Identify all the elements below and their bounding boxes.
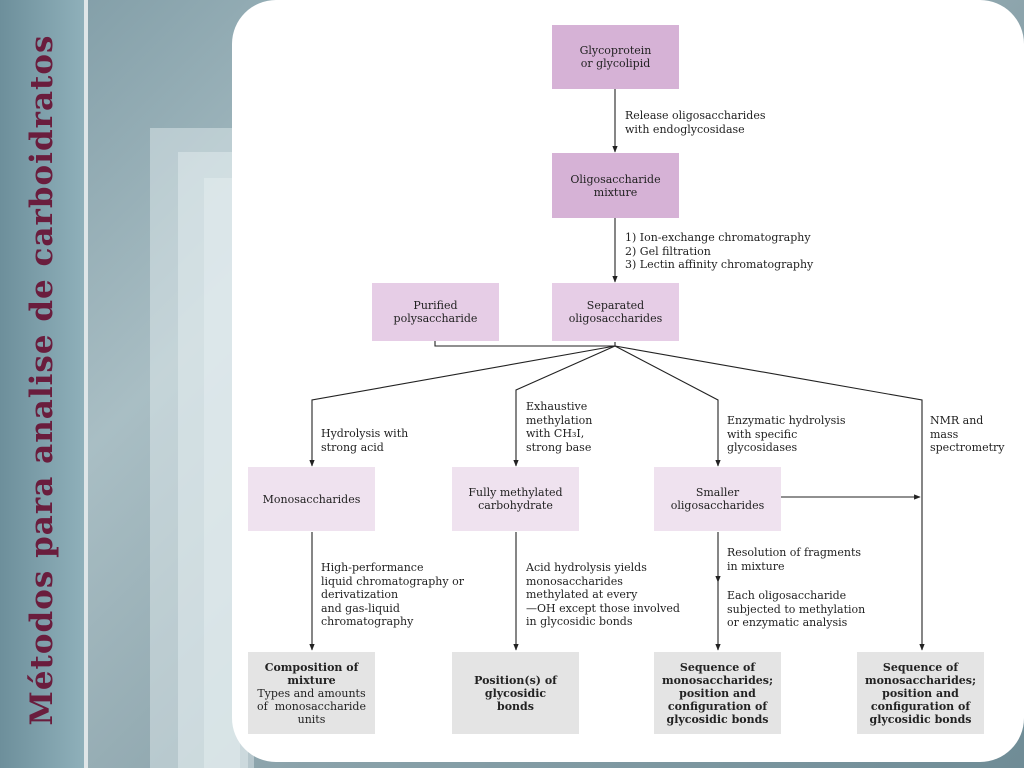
box-sequence-nmr: Sequence of monosaccharides; position an… [857,652,984,734]
label-hydrolysis: Hydrolysis with strong acid [321,427,409,454]
sidebar-divider [84,0,88,768]
box-separated-oligosaccharides: Separated oligosaccharides [552,283,679,341]
label-separation-methods: 1) Ion-exchange chromatography 2) Gel fi… [625,231,814,271]
label-nmr: NMR and mass spectrometry [930,414,1005,454]
composition-title: Composition of mixture [264,660,359,687]
box-composition: Composition of mixture Types and amounts… [248,652,375,734]
box-glycoprotein: Glycoprotein or glycolipid [552,25,679,89]
box-monosaccharides: Monosaccharides [248,467,375,531]
label-methylation: Exhaustive methylation with CH₃I, strong… [526,400,593,454]
arrow-hydrolysis [309,345,616,467]
label-release: Release oligosaccharides with endoglycos… [625,109,766,136]
arrow-enzymatic [614,345,721,467]
label-resolution: Resolution of fragments in mixture [727,546,862,573]
label-each-oligosaccharide: Each oligosaccharide subjected to methyl… [727,589,866,629]
box-purified-polysaccharide: Purified polysaccharide [372,283,499,341]
box-positions: Position(s) of glycosidic bonds [452,652,579,734]
connector-purified [434,341,615,347]
diagram-card [232,0,1024,762]
composition-subtitle: Types and amounts of monosaccharide unit… [257,686,366,726]
box-oligosaccharide-mixture: Oligosaccharide mixture [552,153,679,218]
arrow-nmr [614,345,925,651]
sidebar-band [0,0,84,768]
label-acid-hydrolysis: Acid hydrolysis yields monosaccharides m… [526,561,680,628]
label-enzymatic: Enzymatic hydrolysis with specific glyco… [727,414,846,454]
box-fully-methylated: Fully methylated carbohydrate [452,467,579,531]
label-hplc: High-performance liquid chromatography o… [321,561,464,628]
arrow-methylation [513,345,616,467]
box-sequence-enzymatic: Sequence of monosaccharides; position an… [654,652,781,734]
decor-panel [150,128,240,768]
box-smaller-oligosaccharides: Smaller oligosaccharides [654,467,781,531]
